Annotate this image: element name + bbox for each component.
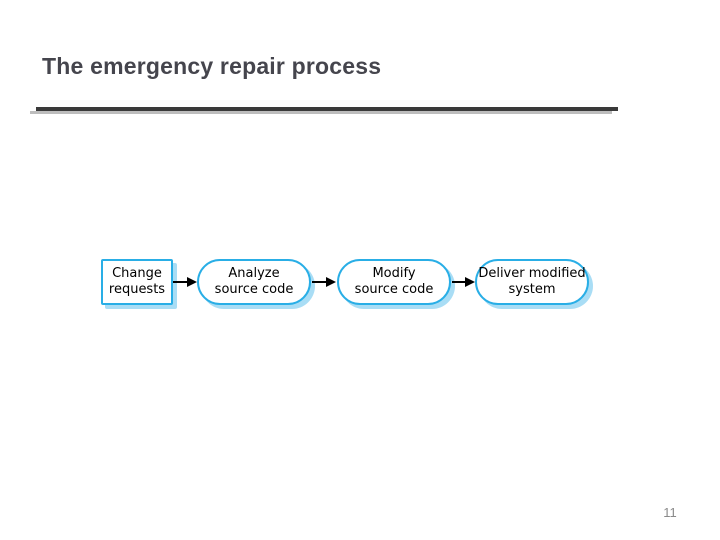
title-underline <box>36 107 618 111</box>
node-label-line: system <box>508 282 556 297</box>
node-modify-source-code: Modify source code <box>337 259 451 305</box>
arrow-right-icon <box>187 277 197 287</box>
arrow-right-icon <box>326 277 336 287</box>
node-label-line: Deliver modified <box>478 266 586 281</box>
slide-title: The emergency repair process <box>42 53 382 79</box>
node-label-line: requests <box>108 282 166 297</box>
node-label-line: Analyze <box>228 266 280 281</box>
node-analyze-source-code: Analyze source code <box>197 259 311 305</box>
node-label-line: Modify <box>372 266 416 281</box>
title-underline-shadow <box>30 111 612 114</box>
node-label-line: Change <box>112 266 162 281</box>
arrow-line <box>452 281 466 283</box>
page-number: 11 <box>663 505 677 520</box>
arrow-line <box>173 281 188 283</box>
node-label-line: source code <box>354 282 434 297</box>
arrow-line <box>312 281 327 283</box>
node-change-requests: Change requests <box>101 259 173 305</box>
node-label-line: source code <box>214 282 294 297</box>
arrow-right-icon <box>465 277 475 287</box>
node-deliver-modified-system: Deliver modified system <box>475 259 589 305</box>
